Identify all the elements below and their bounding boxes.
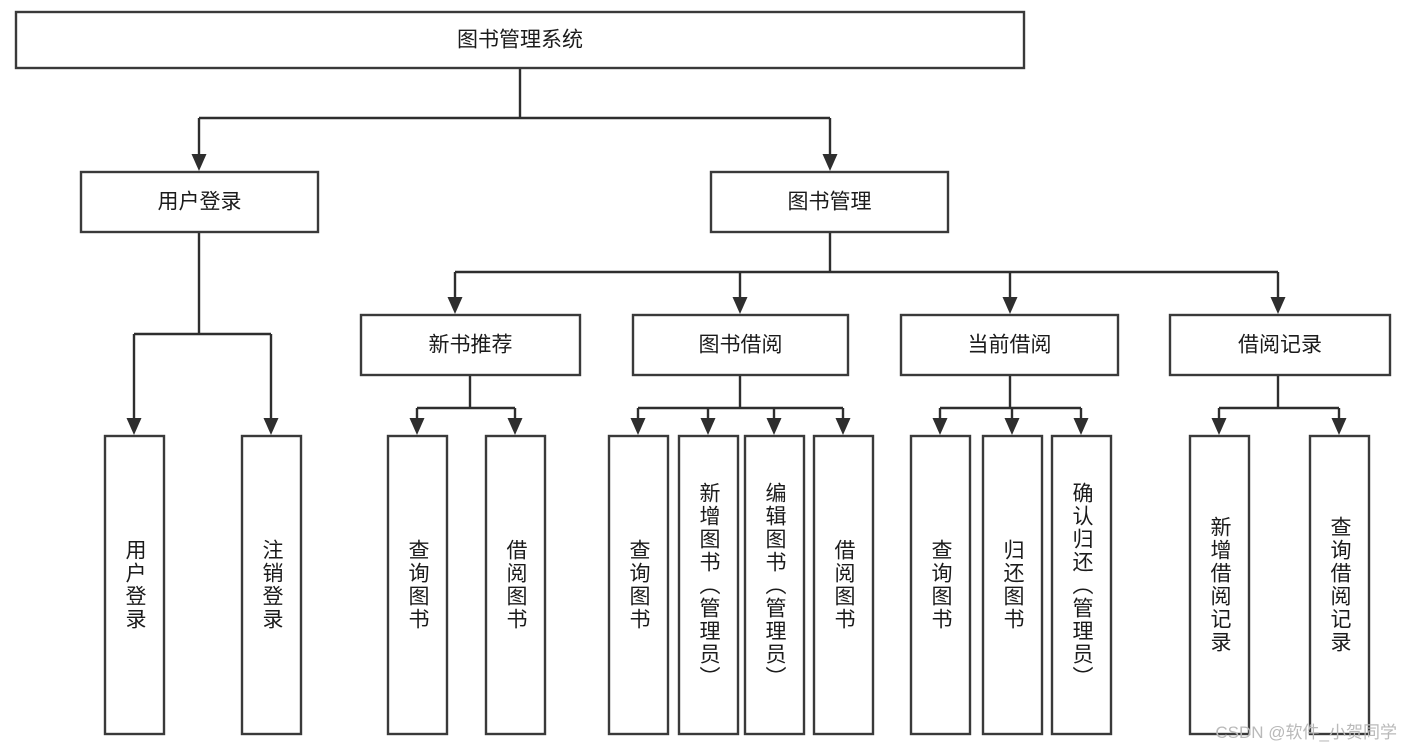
connector-arrow-icon (1073, 418, 1089, 435)
leaf-node-box-leaf-borrow-book-rec[interactable] (484, 434, 547, 736)
connector-arrow-icon (263, 418, 279, 435)
connector-arrow-icon (766, 418, 782, 435)
level2-node-box-new-book-recommend[interactable] (359, 313, 582, 377)
leaf-node-label-leaf-borrow-book-rec: 借阅图书 (504, 539, 527, 631)
connector-arrow-icon (191, 154, 207, 171)
connector-arrow-icon (700, 418, 716, 435)
connector-arrow-icon (1004, 418, 1020, 435)
leaf-node-box-leaf-edit-book[interactable] (743, 434, 806, 736)
leaf-node-box-leaf-query-book-borrow[interactable] (607, 434, 670, 736)
level2-node-box-current-borrow[interactable] (899, 313, 1120, 377)
connector-arrow-icon (507, 418, 523, 435)
connector-group-user_login_to_leaves (132, 232, 273, 420)
level2-node-label-new-book-recommend: 新书推荐 (429, 334, 513, 357)
connector-arrow-icon (1002, 297, 1018, 314)
level2-node-label-borrow-records: 借阅记录 (1238, 334, 1322, 357)
connector-arrow-icon (822, 154, 838, 171)
level1-node-box-user-login[interactable] (79, 170, 320, 234)
connector-layer (126, 68, 1347, 435)
leaf-node-label-leaf-return-book: 归还图书 (1001, 539, 1024, 631)
leaf-node-box-leaf-add-book[interactable] (677, 434, 740, 736)
leaf-node-label-leaf-confirm-return: 确认归还（管理员） (1070, 481, 1093, 689)
leaf-node-box-leaf-query-book-current[interactable] (909, 434, 972, 736)
level1-node-label-user-login: 用户登录 (158, 191, 242, 214)
root-node-box-root[interactable] (14, 10, 1026, 70)
leaf-node-label-leaf-add-borrow-record: 新增借阅记录 (1208, 516, 1231, 654)
leaf-node-box-leaf-add-borrow-record[interactable] (1188, 434, 1251, 736)
leaf-node-label-leaf-borrow-book: 借阅图书 (832, 539, 855, 631)
connector-arrow-icon (1211, 418, 1227, 435)
level1-node-label-book-management: 图书管理 (788, 191, 872, 214)
connector-group-current_borrow_to_leaves (938, 375, 1083, 420)
level2-node-box-borrow-records[interactable] (1168, 313, 1392, 377)
connector-group-new_book_recommend_to_leaves (415, 375, 517, 420)
connector-arrow-icon (932, 418, 948, 435)
connector-group-book_borrow_to_leaves (636, 375, 845, 420)
leaf-node-label-leaf-logout: 注销登录 (260, 539, 283, 631)
leaf-node-label-leaf-user-login: 用户登录 (123, 539, 146, 631)
connector-arrow-icon (1331, 418, 1347, 435)
leaf-node-box-leaf-query-book-rec[interactable] (386, 434, 449, 736)
connector-group-book_management_to_level2 (453, 232, 1280, 299)
leaf-node-box-leaf-logout[interactable] (240, 434, 303, 736)
root-node-label-root: 图书管理系统 (457, 29, 583, 52)
leaf-node-box-leaf-query-borrow-record[interactable] (1308, 434, 1371, 736)
leaf-node-label-leaf-query-book-current: 查询图书 (929, 539, 952, 631)
level2-node-label-book-borrow: 图书借阅 (699, 334, 783, 357)
leaf-node-label-leaf-add-book: 新增图书（管理员） (697, 481, 720, 689)
leaf-node-box-leaf-return-book[interactable] (981, 434, 1044, 736)
connector-group-root_to_level1 (197, 68, 832, 156)
connector-arrow-icon (126, 418, 142, 435)
connector-group-borrow_records_to_leaves (1217, 375, 1341, 420)
connector-arrow-icon (630, 418, 646, 435)
node-box-layer (14, 10, 1392, 736)
leaf-node-label-leaf-edit-book: 编辑图书（管理员） (763, 481, 786, 689)
level1-node-box-book-management[interactable] (709, 170, 950, 234)
connector-arrow-icon (1270, 297, 1286, 314)
leaf-node-box-leaf-borrow-book[interactable] (812, 434, 875, 736)
leaf-node-box-leaf-user-login[interactable] (103, 434, 166, 736)
leaf-node-box-leaf-confirm-return[interactable] (1050, 434, 1113, 736)
leaf-node-label-leaf-query-book-borrow: 查询图书 (627, 539, 650, 631)
connector-arrow-icon (835, 418, 851, 435)
leaf-node-label-leaf-query-borrow-record: 查询借阅记录 (1328, 516, 1351, 654)
leaf-node-label-leaf-query-book-rec: 查询图书 (406, 539, 429, 631)
level2-node-label-current-borrow: 当前借阅 (968, 334, 1052, 357)
level2-node-box-book-borrow[interactable] (631, 313, 850, 377)
connector-arrow-icon (409, 418, 425, 435)
connector-arrow-icon (732, 297, 748, 314)
connector-arrow-icon (447, 297, 463, 314)
